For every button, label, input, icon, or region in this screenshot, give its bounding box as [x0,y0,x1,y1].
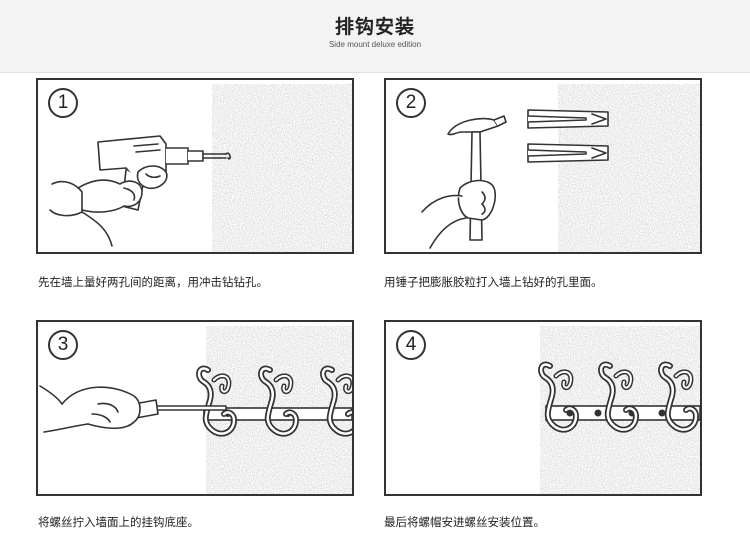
step-4-caption: 最后将螺帽安进螺丝安装位置。 [384,514,545,530]
step-3-caption: 将螺丝拧入墙面上的挂钩底座。 [38,514,199,530]
hammer-icon [386,80,700,252]
step-2-number: 2 [396,88,426,118]
step-4-panel: 4 [384,320,702,496]
step-3-number: 3 [48,330,78,360]
step-1-panel: 1 [36,78,354,254]
step-1-number: 1 [48,88,78,118]
step-2-panel: 2 [384,78,702,254]
step-1-caption: 先在墙上量好两孔间的距离，用冲击钻钻孔。 [38,274,268,290]
step-4-number: 4 [396,330,426,360]
page-subtitle: Side mount deluxe edition [0,40,750,49]
step-2-caption: 用锤子把膨胀胶粒打入墙上钻好的孔里面。 [384,274,603,290]
hook-rack-icon [386,322,700,494]
page-title: 排钩安装 [0,12,750,39]
drill-icon [38,80,352,252]
screwdriver-icon [38,322,352,494]
page-header: 排钩安装 Side mount deluxe edition [0,0,750,73]
step-3-panel: 3 [36,320,354,496]
